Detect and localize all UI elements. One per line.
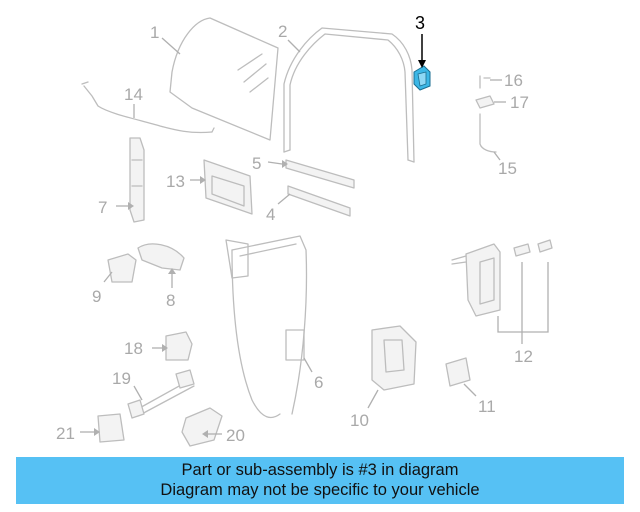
label-14: 14 xyxy=(124,85,143,104)
part-12-lock-cylinder xyxy=(513,239,553,257)
label-17: 17 xyxy=(510,93,529,112)
arrow-5 xyxy=(282,160,288,168)
lead-10 xyxy=(367,389,379,409)
exploded-parts-diagram: 1 2 3 5 4 14 7 13 xyxy=(56,13,553,447)
part-19-door-check xyxy=(127,369,195,419)
label-2: 2 xyxy=(278,22,287,41)
label-19: 19 xyxy=(112,369,131,388)
banner-line-1: Part or sub-assembly is #3 in diagram xyxy=(181,461,459,479)
lead-12 xyxy=(497,262,549,333)
lead-19 xyxy=(133,385,143,401)
label-9: 9 xyxy=(92,287,101,306)
arrow-18 xyxy=(162,344,168,352)
arrow-20 xyxy=(202,430,208,438)
part-17-grommet xyxy=(475,95,495,109)
part-21-retainer-clip xyxy=(97,413,125,443)
arrow-8 xyxy=(168,268,176,274)
label-5: 5 xyxy=(252,154,261,173)
part-13-handle-bezel xyxy=(203,159,253,215)
lead-5 xyxy=(267,161,283,165)
label-1: 1 xyxy=(150,23,159,42)
label-3: 3 xyxy=(415,13,425,33)
banner-line-2: Diagram may not be specific to your vehi… xyxy=(160,481,480,499)
part-14-lock-rod xyxy=(81,81,215,134)
part-9-pull-cup xyxy=(107,253,137,283)
label-20: 20 xyxy=(226,426,245,445)
part-15-lock-knob-rod xyxy=(479,113,497,153)
label-10: 10 xyxy=(350,411,369,430)
part-11-striker xyxy=(445,357,471,387)
lead-9 xyxy=(103,271,113,283)
part-5-inner-belt-weatherstrip xyxy=(285,159,355,189)
label-18: 18 xyxy=(124,339,143,358)
part-2-glass-run-channel xyxy=(283,27,415,163)
part-6-window-regulator xyxy=(225,235,308,419)
label-13: 13 xyxy=(166,172,185,191)
lead-2 xyxy=(287,39,301,53)
label-12: 12 xyxy=(514,347,533,366)
arrow-7 xyxy=(128,202,134,210)
part-16-clip xyxy=(479,75,491,89)
label-4: 4 xyxy=(266,205,275,224)
arrow-3 xyxy=(418,60,426,68)
lead-11 xyxy=(463,383,477,397)
lead-1 xyxy=(161,37,181,55)
part-20-hinge xyxy=(181,407,223,447)
label-16: 16 xyxy=(504,71,523,90)
lead-15 xyxy=(493,151,501,161)
lead-4 xyxy=(277,193,291,205)
label-21: 21 xyxy=(56,424,75,443)
lead-6 xyxy=(303,357,313,373)
part-3-highlighted-clip xyxy=(413,65,431,91)
part-8-inside-handle xyxy=(137,243,185,271)
part-7-hinge-bracket xyxy=(129,137,145,223)
info-banner: Part or sub-assembly is #3 in diagram Di… xyxy=(16,457,624,504)
label-15: 15 xyxy=(498,159,517,178)
part-12-outside-handle xyxy=(451,243,501,317)
label-6: 6 xyxy=(314,373,323,392)
label-7: 7 xyxy=(98,198,107,217)
part-1-door-glass xyxy=(169,17,279,141)
arrow-13 xyxy=(200,176,206,184)
part-4-outer-belt-weatherstrip xyxy=(287,185,351,217)
part-10-door-latch xyxy=(371,325,417,391)
label-11: 11 xyxy=(478,397,496,416)
part-18-strap-bracket xyxy=(165,331,193,361)
arrow-21 xyxy=(94,428,100,436)
label-8: 8 xyxy=(166,291,175,310)
